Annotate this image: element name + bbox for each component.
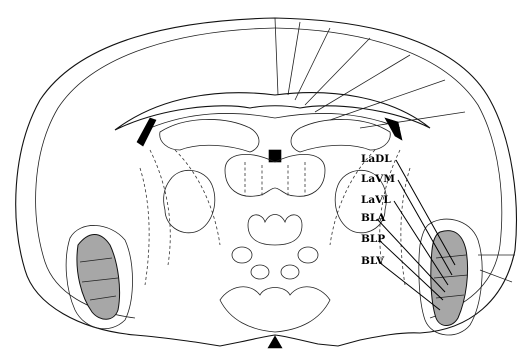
leader-lavm: [398, 180, 452, 275]
thalamic-nuclei: [245, 162, 305, 198]
label-lavl: LaVL: [361, 194, 391, 206]
label-blp: BLP: [361, 233, 385, 245]
label-lavm: LaVM: [361, 173, 395, 185]
amygdala-left: [77, 234, 120, 319]
label-bla: BLA: [361, 212, 386, 224]
ventral-triangle: [268, 336, 282, 348]
inner-cortex-outline: [36, 28, 275, 318]
label-blv: BLV: [361, 255, 385, 267]
hippocampus-left: [160, 119, 259, 152]
hypothalamus: [248, 215, 302, 246]
lateral-ventricle-right: [385, 118, 402, 140]
hippocampus-right: [291, 119, 390, 152]
nucleus-left: [232, 247, 252, 263]
corpus-callosum-inner: [150, 113, 400, 128]
cortical-divisions: [275, 18, 465, 128]
fiber-tract-left: [140, 150, 220, 285]
lateral-ventricle-left: [137, 118, 156, 146]
label-ladl: LaDL: [361, 153, 392, 165]
striatum-left: [164, 170, 215, 233]
nucleus-lower-left: [251, 265, 269, 279]
lower-midline: [220, 287, 330, 332]
nucleus-right: [298, 247, 318, 263]
nucleus-lower-right: [281, 265, 299, 279]
